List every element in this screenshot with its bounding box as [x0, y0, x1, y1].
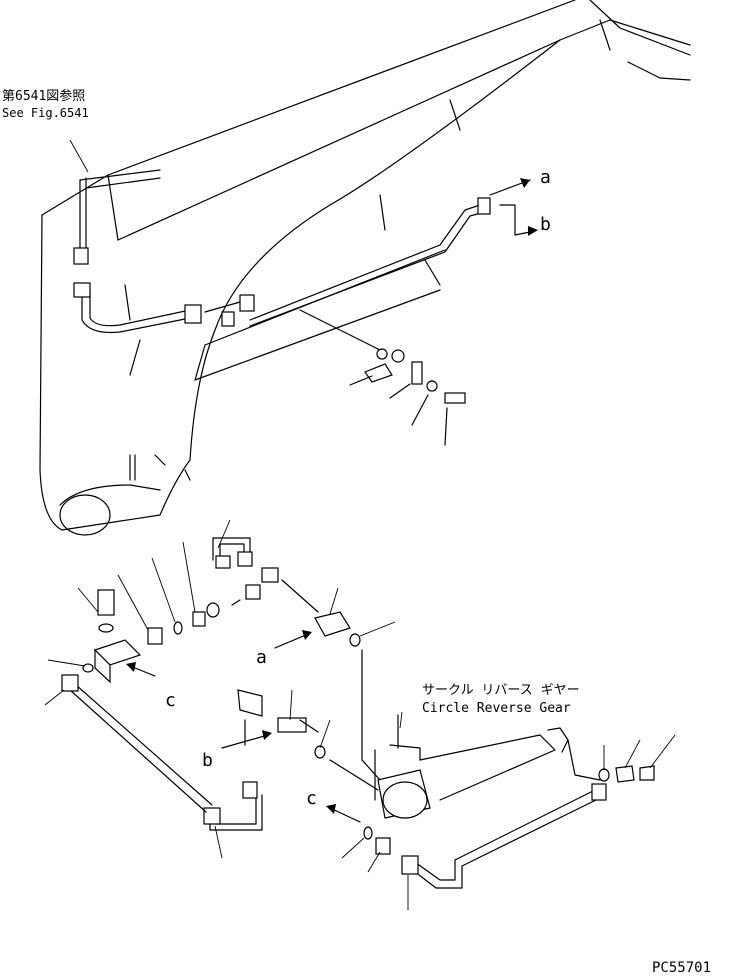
lower-hydraulic-assembly	[61, 537, 655, 889]
callout-b-top: b	[540, 214, 551, 235]
callout-a-top: a	[540, 167, 551, 188]
circle-reverse-gear-jp: サークル リバース ギヤー	[422, 683, 580, 698]
top-arrows	[489, 178, 538, 236]
drawing-number: PC55701	[652, 960, 711, 976]
mid-arrows	[126, 630, 361, 823]
clamp-hardware	[349, 348, 466, 446]
leader-lines	[44, 139, 676, 910]
callout-b-mid: b	[202, 750, 213, 771]
reference-label-jp: 第6541図参照	[2, 88, 85, 104]
callout-a-mid: a	[256, 647, 267, 668]
callout-c-mid: c	[306, 788, 317, 809]
main-frame	[39, 0, 691, 536]
circle-reverse-gear-en: Circle Reverse Gear	[422, 701, 571, 716]
callout-c-left: c	[165, 690, 176, 711]
reference-label-en: See Fig.6541	[2, 106, 89, 120]
upper-hose-assembly	[73, 169, 491, 376]
